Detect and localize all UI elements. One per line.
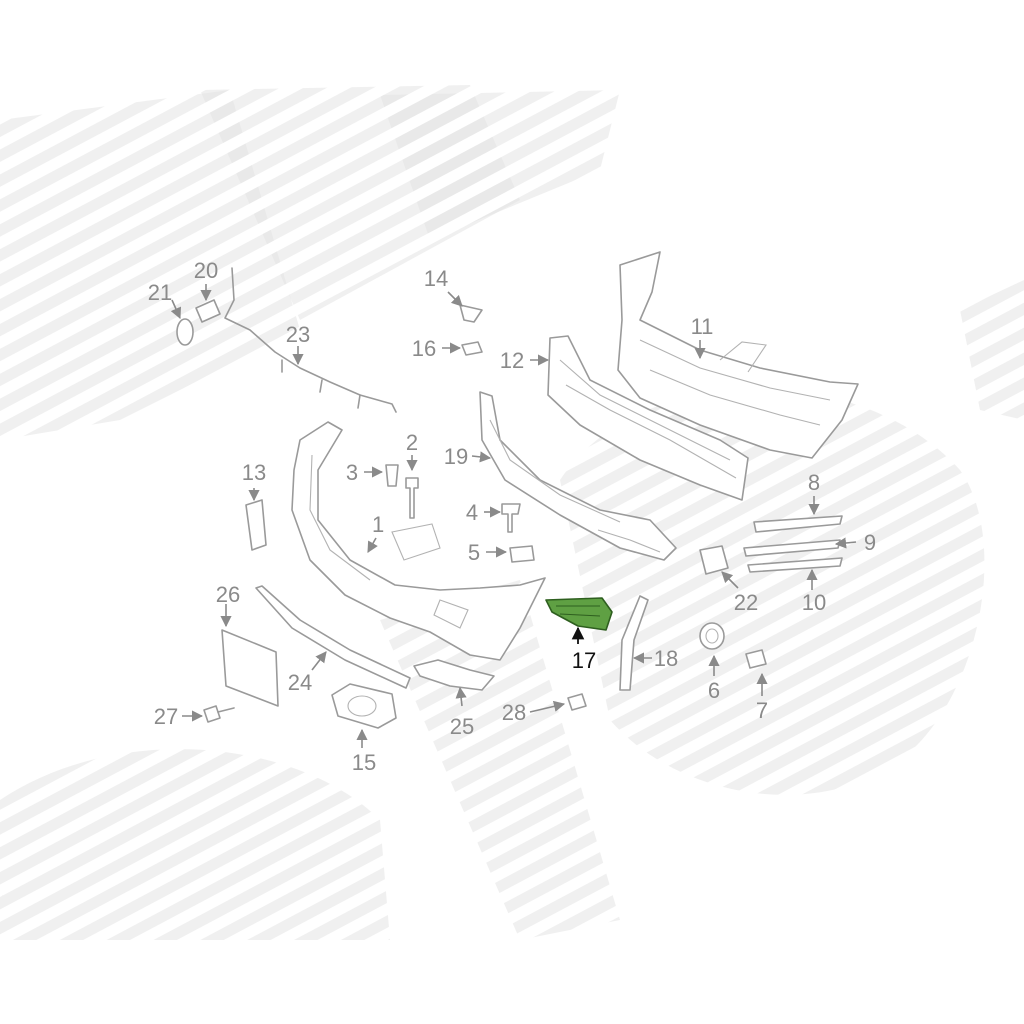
side-bracket-part-17-highlighted [545,597,613,631]
callout-label-19: 19 [444,444,468,469]
bolt-part-2 [405,477,419,519]
callout-label-5: 5 [468,540,480,565]
sensor-part [195,299,221,323]
clip-part-14 [459,304,483,323]
energy-absorber-part [547,335,749,501]
callout-label-16: 16 [412,336,436,361]
callout-label-4: 4 [466,500,478,525]
clip-part-5 [509,545,535,563]
screw-part-4 [501,503,521,533]
callout-label-28: 28 [502,700,526,725]
trim-strip-part-10 [747,557,843,573]
bolt-part-28 [567,693,587,711]
fog-light-bezel-part [331,683,397,729]
sensor-ring-part [176,318,194,346]
callout-label-17-highlighted: 17 [572,648,596,673]
callout-label-13: 13 [242,460,266,485]
callout-label-8: 8 [808,470,820,495]
callout-label-26: 26 [216,582,240,607]
callout-label-11: 11 [691,314,714,339]
clip-part-16 [461,341,483,356]
tow-hook-cover-part [699,545,729,575]
leader-lines [170,284,857,748]
bumper-reinforcement-part [617,251,859,459]
watermark-logo [0,85,1024,940]
callout-label-10: 10 [802,590,826,615]
sensor-harness-part [224,267,397,413]
callout-label-22: 22 [734,590,758,615]
callout-label-27: 27 [154,704,178,729]
spoiler-part [413,659,495,691]
callout-label-14: 14 [424,266,448,291]
callout-label-6: 6 [708,678,720,703]
callout-label-15: 15 [352,750,376,775]
bumper-cover-part [291,421,546,661]
lower-grille-part [479,391,677,561]
callout-label-21: 21 [148,280,172,305]
lower-trim-part [255,585,411,689]
callout-label-23: 23 [286,322,310,347]
callout-label-3: 3 [346,460,358,485]
callout-label-25: 25 [450,714,474,739]
grommet-part-6 [699,622,725,650]
callout-label-12: 12 [500,348,524,373]
callout-label-9: 9 [864,530,876,555]
license-plate-bracket-part [221,629,279,707]
side-guide-part-18 [619,595,649,691]
callout-label-1: 1 [372,512,384,537]
clip-part-3 [385,464,399,487]
callout-label-2: 2 [406,430,418,455]
trim-strip-part-8 [753,515,843,533]
bracket-part-13 [245,499,267,551]
callout-label-24: 24 [288,670,312,695]
bolt-part-27 [203,705,235,723]
callout-label-18: 18 [654,646,678,671]
callout-labels: 1 2 3 4 5 6 7 8 9 10 11 12 13 14 15 16 1… [148,258,876,775]
bolt-part-7 [745,649,767,669]
callout-label-20: 20 [194,258,218,283]
callout-label-7: 7 [756,698,768,723]
